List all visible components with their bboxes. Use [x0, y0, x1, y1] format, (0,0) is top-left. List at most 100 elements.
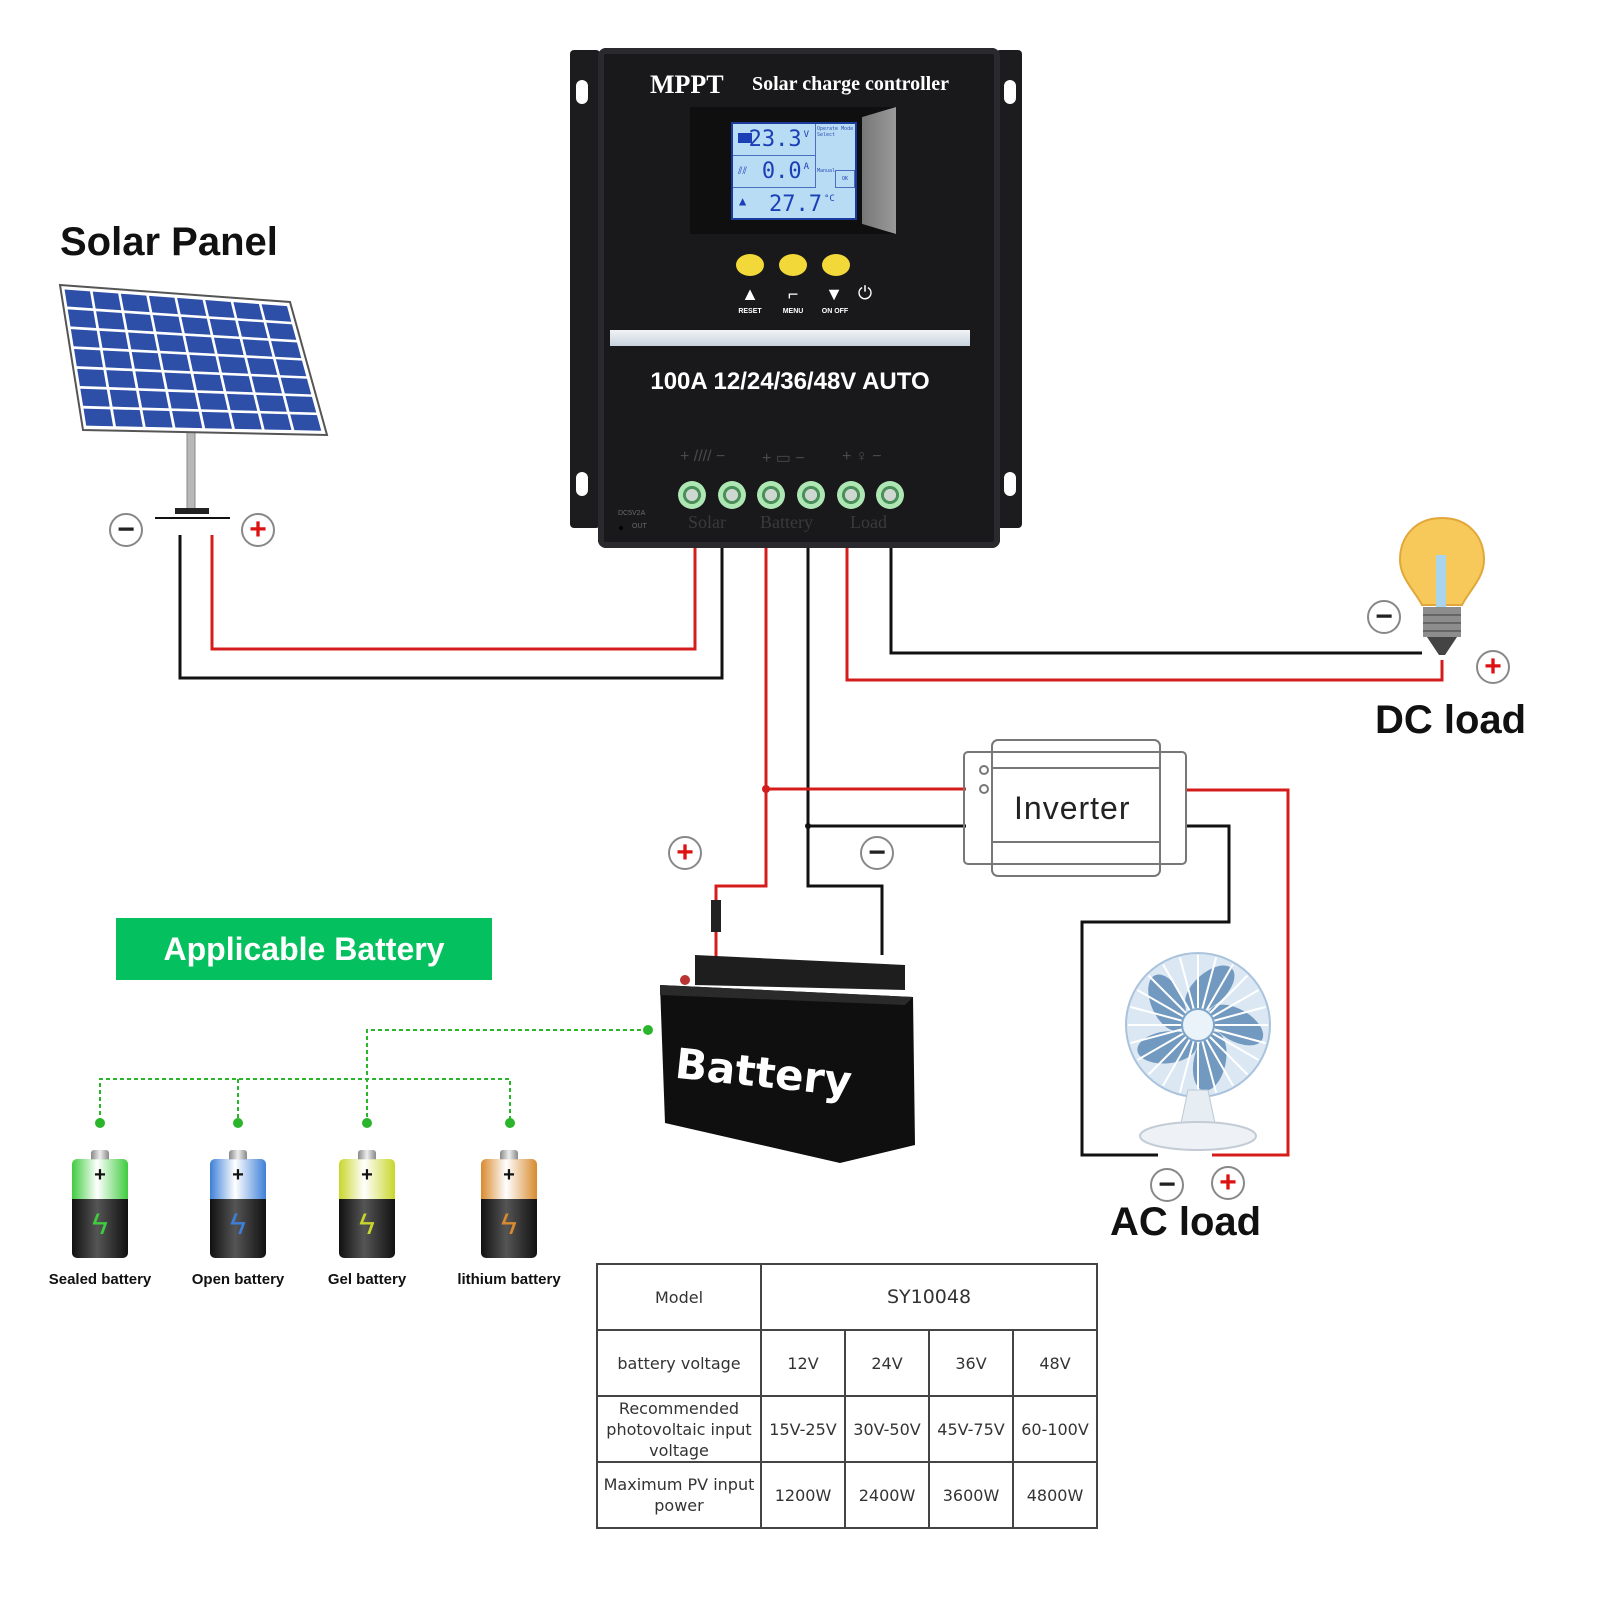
ac-negative-wire — [1080, 824, 1231, 1157]
cell-value: 12V — [760, 1329, 846, 1397]
solar-cell — [290, 414, 322, 431]
down-arrow-icon: ▼ — [825, 284, 843, 304]
table-row: Model SY10048 — [596, 1263, 1098, 1331]
lcd-cover — [862, 107, 896, 234]
cell-value: 36V — [928, 1329, 1014, 1397]
solar-cell — [67, 309, 97, 328]
solar-terminal-icon: + //// − — [680, 448, 726, 465]
solar-cell — [247, 357, 278, 375]
battery-positive-terminal[interactable] — [757, 481, 785, 509]
cell-value: 24V — [844, 1329, 930, 1397]
solar-positive-wire — [210, 535, 697, 651]
battery-type-icon: + ϟ — [339, 1150, 395, 1258]
solar-cell — [102, 350, 133, 369]
cell-value: 15V-25V — [760, 1395, 846, 1463]
solar-cell — [124, 313, 154, 332]
solar-negative-wire — [178, 535, 724, 680]
mounting-ear — [570, 50, 600, 528]
solar-negative-symbol: − — [109, 513, 143, 547]
solar-icon: ⫽⫽ — [738, 166, 747, 177]
solar-current-value: 0.0 — [761, 159, 802, 184]
battery-type-label: lithium battery — [457, 1271, 561, 1288]
solar-cell — [168, 391, 199, 410]
solar-cell — [280, 377, 312, 395]
lcd-solar-row: ⫽⫽ 0.0 A — [733, 156, 815, 188]
ac-load-label: AC load — [1110, 1200, 1262, 1244]
lcd-manual-text: Manual — [817, 168, 836, 174]
battery-voltage-value: 23.3 — [748, 127, 802, 152]
junction-dot-negative — [805, 823, 811, 829]
lcd-display: 23.3 V ⫽⫽ 0.0 A ▲ 27.7 °C Operate Mode S… — [731, 122, 857, 220]
solar-cell — [226, 393, 258, 411]
cell-value: 2400W — [844, 1461, 930, 1529]
load-terminal-icon: + ♀ − — [842, 448, 882, 465]
on-off-button[interactable] — [822, 254, 850, 276]
load-negative-terminal[interactable] — [876, 481, 904, 509]
solar-cell — [256, 394, 287, 412]
solar-cell — [135, 371, 165, 390]
battery-icon — [660, 955, 915, 1163]
solar-cell — [185, 335, 215, 354]
menu-icon: ⌐ — [787, 284, 799, 304]
applicable-battery-connector — [99, 1029, 648, 1122]
cell-value: 4800W — [1012, 1461, 1098, 1529]
solar-cell — [271, 340, 302, 359]
solar-cell — [70, 329, 100, 348]
solar-cell — [172, 411, 203, 429]
battery-negative-symbol: − — [860, 836, 894, 870]
solar-cell — [148, 295, 178, 315]
on-off-label: ON OFF — [821, 308, 849, 315]
lcd-battery-row: 23.3 V — [733, 124, 815, 156]
power-icon: ⏻ — [857, 283, 873, 303]
table-row: Maximum PV input power 1200W 2400W 3600W… — [596, 1461, 1098, 1529]
cell-value: 60-100V — [1012, 1395, 1098, 1463]
fan-icon — [1125, 952, 1271, 1151]
solar-cell — [261, 304, 292, 322]
solar-cell — [99, 330, 129, 350]
temperature-unit: °C — [823, 194, 835, 204]
solar-cell — [275, 359, 307, 377]
solar-cell — [80, 388, 110, 407]
solar-cell — [222, 375, 253, 393]
battery-terminal-label: Battery — [760, 512, 813, 532]
solar-positive-terminal[interactable] — [678, 481, 706, 509]
solar-cell — [64, 289, 93, 309]
battery-type-label: Gel battery — [327, 1271, 407, 1288]
ac-load-negative-symbol: − — [1150, 1168, 1184, 1202]
solar-cell — [189, 354, 220, 373]
mount-hole-icon — [1004, 80, 1016, 104]
dc-load-positive-symbol: + — [1476, 650, 1510, 684]
connector-dot — [233, 1118, 243, 1128]
reset-button[interactable] — [736, 254, 764, 276]
connector-dot — [505, 1118, 515, 1128]
solar-cell — [193, 373, 224, 392]
lcd-temp-row: ▲ 27.7 °C — [733, 188, 855, 220]
solar-cell — [92, 291, 122, 311]
solar-cell — [213, 337, 244, 356]
battery-type-icon: + ϟ — [210, 1150, 266, 1258]
table-row: battery voltage 12V 24V 36V 48V — [596, 1329, 1098, 1397]
solar-cell — [285, 395, 317, 413]
temperature-icon: ▲ — [739, 194, 747, 208]
solar-terminal-label: Solar — [688, 512, 726, 532]
cell-value: 3600W — [928, 1461, 1014, 1529]
cell-value: 45V-75V — [928, 1395, 1014, 1463]
solar-cell — [142, 410, 173, 428]
battery-voltage-unit: V — [803, 130, 809, 140]
spec-table: Model SY10048 battery voltage 12V 24V 36… — [596, 1263, 1098, 1529]
menu-button[interactable] — [779, 254, 807, 276]
solar-negative-terminal[interactable] — [718, 481, 746, 509]
battery-terminal-icon: + ▭ − — [762, 450, 805, 467]
solar-cell — [74, 349, 103, 368]
solar-cell — [205, 300, 235, 318]
solar-cell — [201, 411, 233, 429]
load-positive-terminal[interactable] — [837, 481, 865, 509]
usb-port[interactable] — [619, 526, 623, 530]
battery-negative-terminal[interactable] — [797, 481, 825, 509]
solar-cell — [242, 339, 273, 357]
load-terminal-label: Load — [850, 512, 887, 532]
controller-brand: MPPT — [650, 70, 724, 99]
fuse-icon — [711, 900, 721, 932]
solar-positive-symbol: + — [241, 513, 275, 547]
